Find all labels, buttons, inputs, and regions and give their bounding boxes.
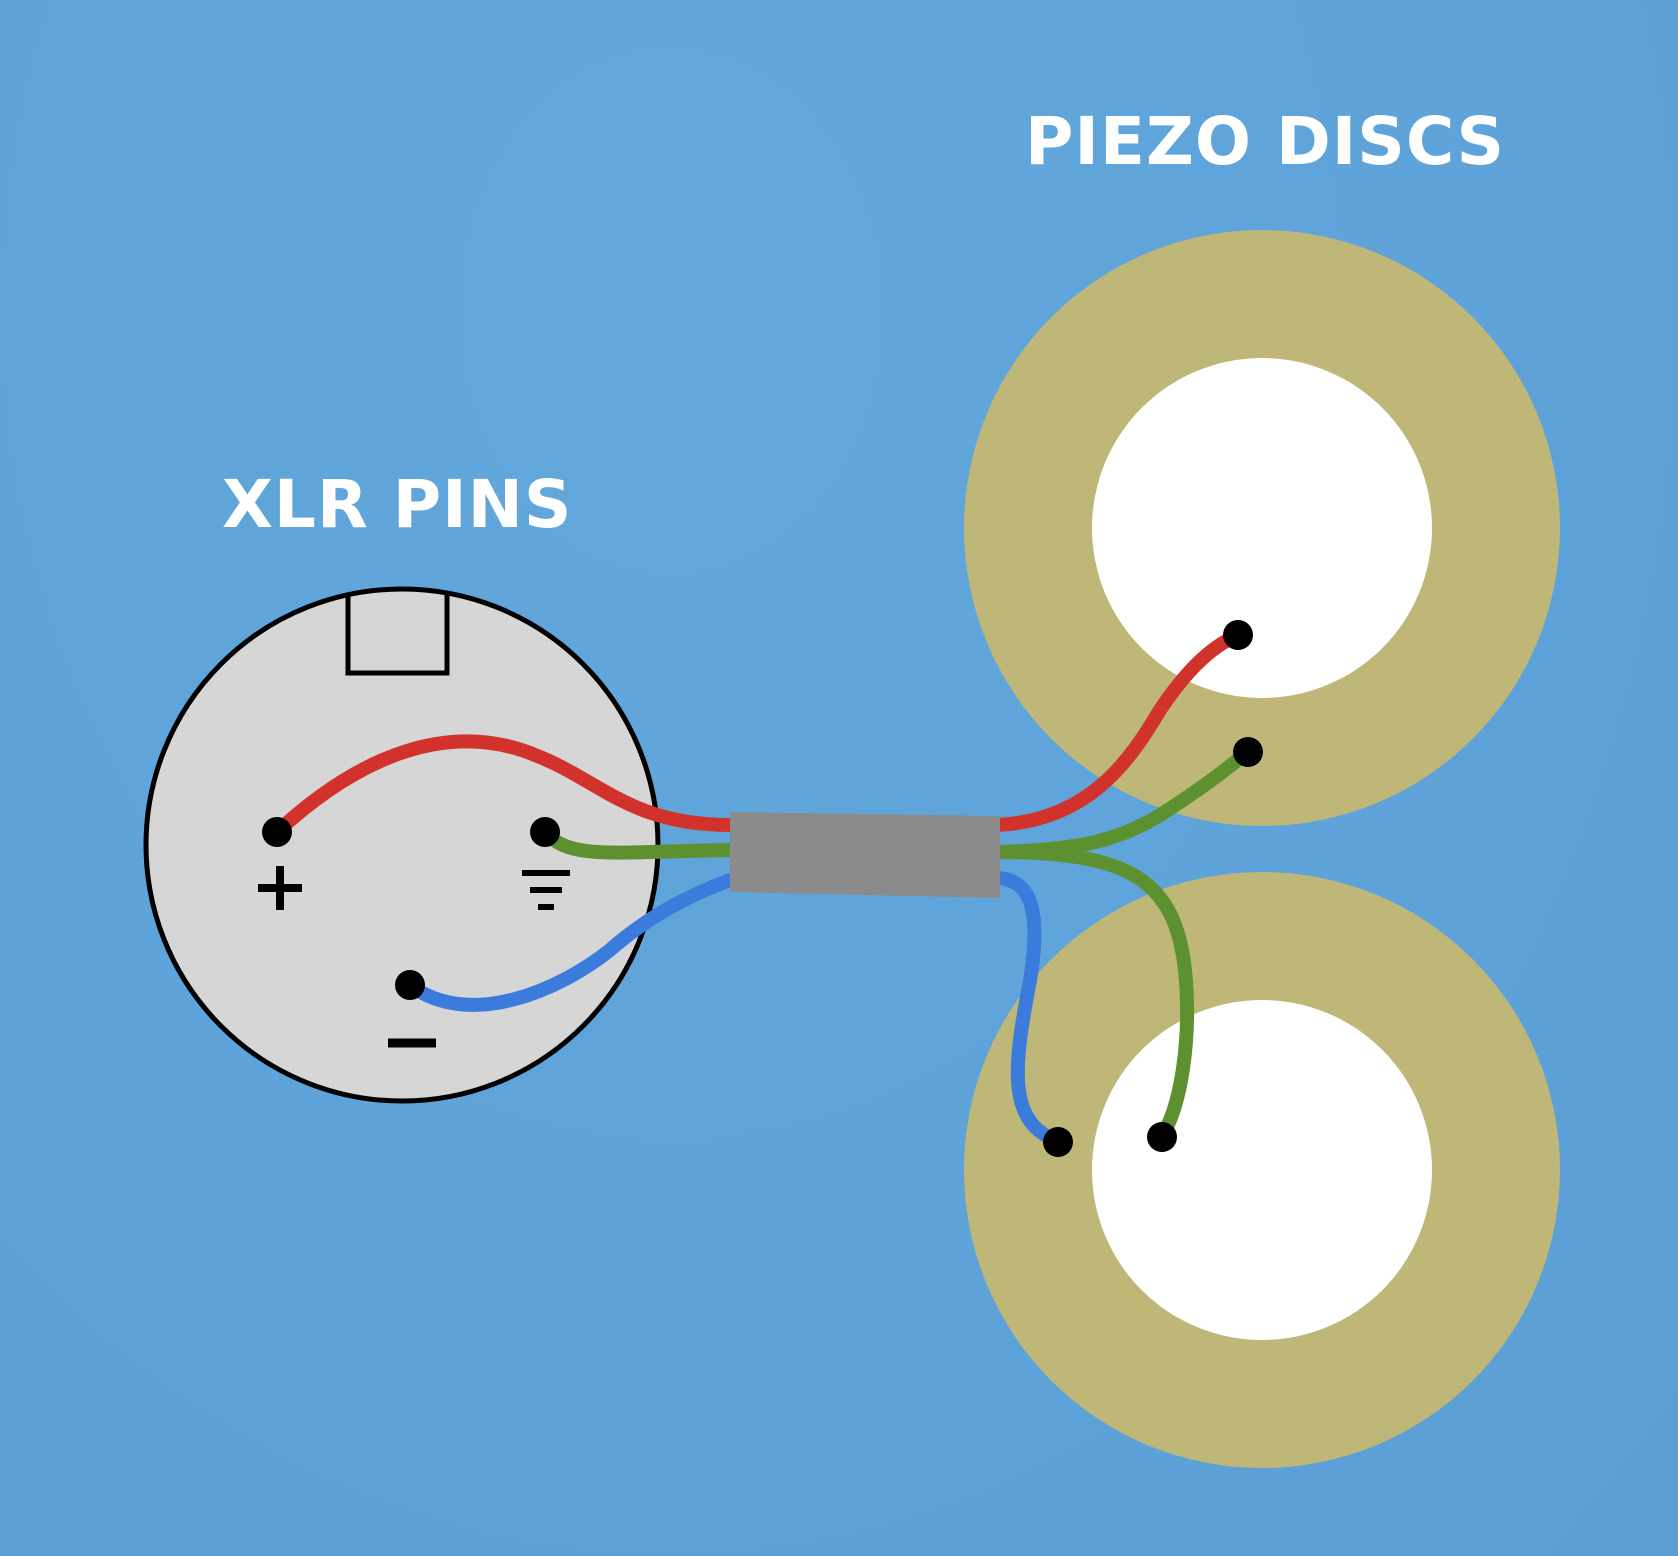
blue-wire-piezo (991, 871, 1062, 1147)
red-wire-xlr (270, 734, 737, 839)
piezo-discs-title: PIEZO DISCS (1025, 103, 1505, 180)
piezo-disc-bottom (964, 872, 1560, 1468)
cable-sleeve (730, 812, 1000, 898)
piezo-disc-top (964, 230, 1560, 826)
piezo-top-ceramic-solder (1223, 620, 1253, 650)
blue-wire-xlr (403, 873, 737, 1012)
xlr-pin-ground (530, 817, 560, 847)
piezo-disc-bottom-ceramic (1092, 1000, 1432, 1340)
xlr-pin-negative (395, 970, 425, 1000)
piezo-disc-top-ceramic (1092, 358, 1432, 698)
red-wire-piezo (991, 628, 1245, 832)
xlr-pins-title: XLR PINS (222, 466, 572, 543)
piezo-top-brass-solder (1233, 737, 1263, 767)
piezo-bottom-ceramic-solder (1147, 1122, 1177, 1152)
xlr-key-notch (345, 593, 450, 676)
ground-symbol-icon (522, 870, 570, 910)
xlr-pin-positive (262, 817, 292, 847)
plus-sign-icon (258, 866, 302, 910)
piezo-bottom-brass-solder (1043, 1127, 1073, 1157)
green-wire-piezo-bottom (991, 845, 1195, 1142)
